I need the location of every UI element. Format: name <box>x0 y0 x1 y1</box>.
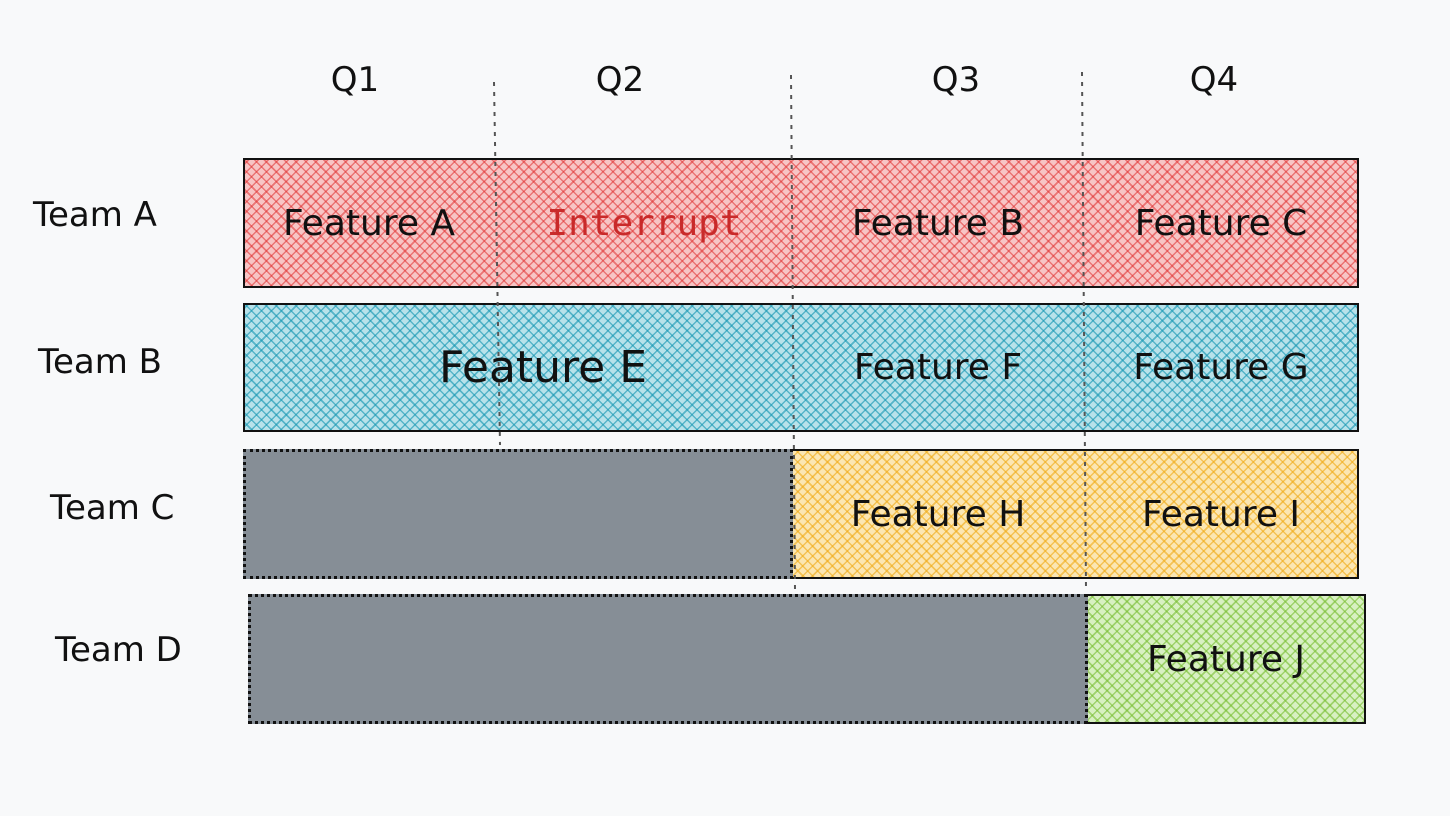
team-label-b: Team B <box>38 342 162 382</box>
team-d-blocked-block <box>248 594 1088 724</box>
feature-i-block: Feature I <box>1083 451 1359 577</box>
team-label-d: Team D <box>55 630 182 670</box>
team-c-row: Feature H Feature I <box>243 449 1359 579</box>
quarter-label-q4: Q4 <box>1189 60 1239 100</box>
feature-f-label: Feature F <box>853 347 1023 388</box>
feature-h-block: Feature H <box>793 451 1083 577</box>
feature-i-label: Feature I <box>1141 493 1301 535</box>
interrupt-label: Interrupt <box>546 202 742 244</box>
feature-j-label: Feature J <box>1146 638 1306 680</box>
team-b-row: Feature E Feature F Feature G <box>243 303 1359 432</box>
feature-e-label: Feature E <box>438 342 648 393</box>
team-label-a: Team A <box>33 195 157 235</box>
feature-e-block: Feature E <box>243 303 793 432</box>
feature-a-block: Feature A <box>243 158 495 288</box>
feature-c-label: Feature C <box>1134 202 1308 244</box>
feature-h-label: Feature H <box>850 493 1026 535</box>
quarter-label-q1: Q1 <box>330 60 380 100</box>
team-a-row: Feature A Interrupt Feature B Feature C <box>243 158 1359 288</box>
team-d-row: Feature J <box>248 594 1366 724</box>
feature-g-block: Feature G <box>1083 303 1359 432</box>
feature-b-block: Feature B <box>793 158 1083 288</box>
quarter-label-q2: Q2 <box>595 60 645 100</box>
feature-g-label: Feature G <box>1133 347 1309 388</box>
feature-c-block: Feature C <box>1083 158 1359 288</box>
team-c-blocked-block <box>243 449 793 579</box>
feature-b-label: Feature B <box>851 202 1025 244</box>
feature-f-block: Feature F <box>793 303 1083 432</box>
team-c-feature-area: Feature H Feature I <box>793 449 1359 579</box>
interrupt-block: Interrupt <box>495 158 793 288</box>
feature-a-label: Feature A <box>282 202 456 244</box>
team-label-c: Team C <box>50 488 175 528</box>
quarter-label-q3: Q3 <box>931 60 981 100</box>
feature-j-block: Feature J <box>1088 594 1366 724</box>
